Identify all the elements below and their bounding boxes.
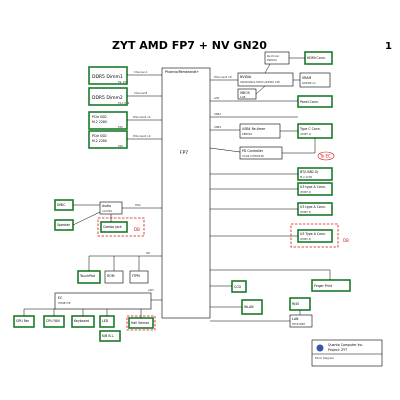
cpu-top-label: Phoenix/Rembrandt+ (165, 70, 199, 74)
gpu-pcie-label: PCIe Gen4 x8 (214, 75, 232, 79)
ssd-1-line2: M.2 2280 (92, 120, 107, 124)
usb4-line1: USB4 Re-timer (242, 127, 266, 131)
company-logo-icon (316, 344, 324, 352)
re-driver-block (264, 51, 290, 65)
usb4-line2: KB8002 (242, 132, 252, 136)
kb-backlight (99, 330, 121, 342)
ec-block (54, 292, 152, 310)
ec-line1: EC (58, 296, 63, 300)
usb-a-port4-label: U3 Type A Conn. (300, 232, 326, 236)
rom-label: ROM (107, 274, 115, 278)
ssd-2 (88, 130, 128, 149)
vbios-sub: 1GB (240, 95, 246, 99)
gpu-block (237, 72, 294, 87)
pd-line1: PD Controller (242, 149, 264, 153)
cpu-center-label: FP7 (180, 150, 188, 156)
panel-conn (297, 95, 333, 108)
usb-a-port2-label: U3 type A Conn. (300, 185, 326, 189)
ssd-1-page: P25 (118, 125, 123, 129)
ddr-dimm2-page: P11, P12 (118, 101, 130, 105)
to-ec-label: To EC (319, 154, 331, 159)
hall-label: Hall Sensor (131, 321, 150, 325)
ddr-ch-a-label: Channel A (134, 70, 147, 74)
usb4-bus-label: USB4 (214, 125, 221, 129)
db-usb-region (290, 223, 339, 248)
gpu-redriver-wire (264, 63, 271, 74)
vbios-wire (255, 85, 266, 95)
usb2-typec-label: USB2 (214, 112, 221, 116)
ddr-dimm1-label: DDR5 Dimm1 (92, 74, 123, 80)
bt-line1: BT(USB2.0) (300, 170, 318, 174)
usb-led-label: LED (102, 319, 109, 323)
ec-line2: IT8987VE (58, 301, 71, 305)
cpu-fan-label: CPU FAN (46, 319, 60, 323)
ssd-2-line2: M.2 2280 (92, 139, 107, 143)
combo-jack (100, 221, 128, 233)
speaker-label: Speaker (57, 223, 71, 227)
ssd-2-bus-label: PCIe Gen4 x4 (133, 134, 151, 138)
usb-a-port2-sub: (PORT 2) (300, 190, 311, 194)
to-ec-marker (317, 151, 335, 161)
edp-label: eDP (214, 96, 220, 100)
re-driver-line2: PS8419 (267, 58, 277, 62)
bt-line2: M.2 2230 (300, 175, 312, 179)
company-name: Quanta Computer Inc. (328, 343, 363, 347)
speaker-wire (72, 211, 101, 226)
usb-a-port3-label: U3 type A Conn. (300, 205, 326, 209)
project-name: Project: ZYT (328, 348, 347, 352)
gpu-fan-label: GPU Fan (16, 319, 29, 323)
combo-label: Combo Jack (103, 225, 122, 229)
vram-line2: GDDR6 x4 (302, 81, 316, 85)
audio-line1: Audio (102, 204, 111, 208)
audio-line2: ALC256 (102, 209, 112, 213)
title-block (311, 339, 383, 367)
ccd (231, 280, 247, 293)
diagram-title: ZYT AMD FP7 + NV GN20 (112, 39, 267, 52)
ssd-2-page: P26 (118, 144, 123, 148)
ddr-dimm2 (88, 87, 128, 106)
ddr-dimm1 (88, 66, 128, 85)
lan-line2: RTL8168H (292, 322, 305, 326)
gpu-line1: NVIDIA (240, 75, 252, 79)
keyboard-label: Keyboard (74, 319, 89, 323)
hda-label: HDA (135, 203, 141, 207)
dmic-label: DMIC (57, 203, 66, 207)
vram-line1: VRAM (302, 76, 311, 80)
cpu-block (161, 67, 211, 319)
sheet-name: Block Diagram (315, 356, 334, 360)
spi-label: SPI (146, 251, 150, 255)
ssd-1-bus-label: PCIe Gen4 x4 (133, 115, 151, 119)
re-driver-line1: Re-Driver (267, 54, 280, 58)
ssd-1-line1: PCIe SSD (92, 115, 107, 119)
ssd-2-line1: PCIe SSD (92, 134, 107, 138)
ddr-ch-b-label: Channel B (134, 91, 147, 95)
fingerprint (311, 279, 351, 292)
ssd-1 (88, 111, 128, 130)
wlan-label: WLAN (244, 305, 254, 309)
typec-port1-sub: (PORT 1) (300, 132, 311, 136)
espi-label: eSPI (148, 288, 154, 292)
combo-db-tag: DB (134, 227, 140, 232)
tpm-label: fTPM (132, 274, 140, 278)
pd-line2: CCG6 CYPD6238 (242, 154, 264, 158)
ddr-dimm1-page: P9, P10 (118, 80, 128, 84)
fingerprint-label: Finger Print (314, 284, 333, 288)
typec-port1-label: Type C Conn. (299, 127, 321, 131)
kb-bl-label: K/B B.L. (102, 334, 114, 338)
gpu-line2: GN20/GN21-MX02 GDDR6 128 (240, 80, 280, 84)
hdmi-label: HDMI Conn. (307, 56, 326, 60)
ddr-dimm2-label: DDR5 Dimm2 (92, 95, 123, 101)
rj45-label: RJ45 (292, 302, 299, 306)
db-usb-tag: DB (343, 238, 349, 243)
vbios-label: VBIOS (240, 91, 250, 95)
page-number: 1 (385, 41, 392, 52)
usb-a-port3-sub: (PORT 3) (300, 210, 311, 214)
usb-a-port4-sub: (PORT 4) (300, 237, 311, 241)
smbus-pd-wire (209, 147, 241, 153)
touchpad-label: TouchPad (79, 274, 95, 278)
ccd-label: CCD (234, 285, 241, 289)
lan-line1: LAN (292, 317, 299, 321)
panel-label: Panel Conn. (300, 100, 319, 104)
